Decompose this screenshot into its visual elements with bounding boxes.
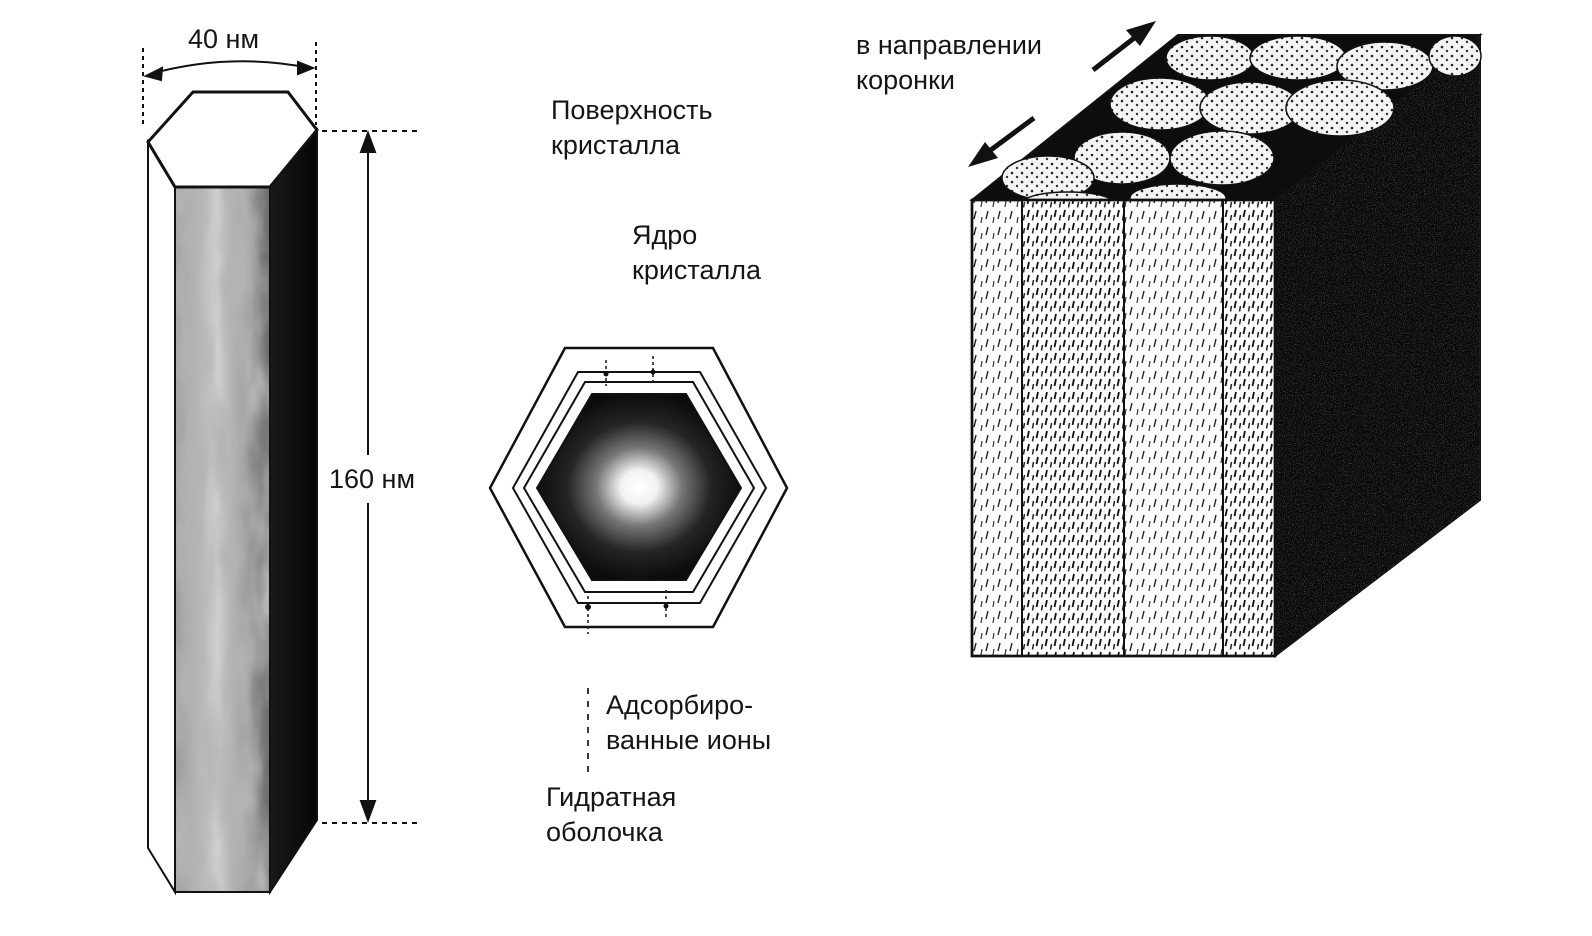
core-label-line2: кристалла	[632, 255, 762, 285]
adsorbed-label-line1: Адсорбиро-	[606, 690, 754, 720]
direction-arrows	[968, 21, 1156, 167]
enamel-prism-block	[969, 32, 1483, 659]
direction-label-line2: коронки	[856, 65, 955, 95]
surface-label-line2: кристалла	[551, 130, 681, 160]
core-label-line1: Ядро	[632, 220, 698, 250]
crystal-cross-section	[488, 346, 789, 775]
prism-rod-ends	[1001, 35, 1482, 213]
hydrate-label-line1: Гидратная	[546, 782, 677, 812]
width-label: 40 нм	[188, 24, 260, 54]
hexagonal-crystal-rod	[146, 90, 319, 896]
hydrate-label-line2: оболочка	[546, 817, 663, 847]
width-dimension	[142, 42, 317, 128]
direction-label-line1: в направлении	[856, 30, 1042, 60]
adsorbed-label-line2: ванные ионы	[606, 725, 772, 755]
surface-label-line1: Поверхность	[551, 95, 713, 125]
length-label: 160 нм	[329, 464, 416, 494]
length-dimension	[322, 130, 420, 824]
